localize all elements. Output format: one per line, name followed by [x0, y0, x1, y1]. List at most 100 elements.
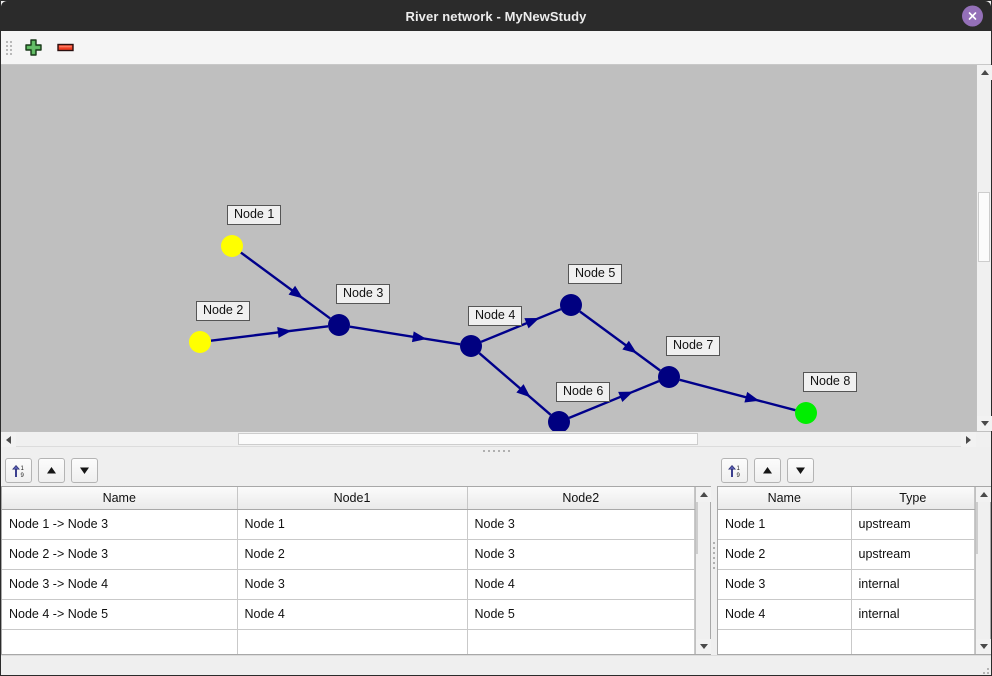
node-vscroll-track[interactable] [976, 502, 990, 639]
node-move-down-button[interactable] [787, 458, 814, 483]
node-table-cell[interactable]: upstream [851, 539, 975, 570]
graph-node-node-3[interactable] [328, 314, 350, 336]
branch-vscroll-thumb[interactable] [696, 502, 698, 554]
node-table-cell[interactable]: Node 2 [718, 539, 852, 570]
node-table-cell[interactable]: Node 3 [718, 569, 852, 600]
branch-table-cell[interactable]: Node 4 [467, 569, 695, 600]
branch-scroll-up-button[interactable] [696, 487, 711, 502]
hscroll-thumb[interactable] [238, 433, 698, 445]
node-table-cell[interactable]: Node 4 [718, 599, 852, 630]
node-sort-button[interactable]: 1 9 [721, 458, 748, 483]
branch-table-cell[interactable]: Node 3 [237, 569, 468, 600]
branch-table-cell-empty[interactable] [467, 629, 695, 654]
node-table-empty-row[interactable] [718, 629, 975, 654]
branch-table-cell[interactable]: Node 1 [237, 509, 468, 540]
node-table-cell-empty[interactable] [851, 629, 975, 654]
graph-node-node-8[interactable] [795, 402, 817, 424]
edge-Node1-Node3[interactable] [240, 251, 331, 320]
vscroll-thumb[interactable] [978, 192, 990, 262]
branch-vscroll-track[interactable] [696, 502, 710, 639]
graph-node-node-7[interactable] [658, 366, 680, 388]
node-column-header-name[interactable]: Name [718, 487, 852, 510]
edge-Node5-Node7[interactable] [579, 310, 661, 372]
branch-table-cell[interactable]: Node 2 [237, 539, 468, 570]
branch-table-cell[interactable]: Node 5 [467, 599, 695, 630]
node-table-vertical-scrollbar[interactable] [975, 487, 991, 654]
scroll-up-button[interactable] [977, 65, 992, 80]
branch-table-cell[interactable]: Node 3 -> Node 4 [2, 569, 238, 600]
branch-sort-button[interactable]: 1 9 [5, 458, 32, 483]
graph-node-node-2[interactable] [189, 331, 211, 353]
graph-node-label-node-2[interactable]: Node 2 [196, 301, 251, 322]
branch-table-cell[interactable]: Node 1 -> Node 3 [2, 509, 238, 540]
add-node-button[interactable] [19, 34, 47, 62]
hscroll-track[interactable] [16, 432, 961, 446]
graph-node-node-6[interactable] [548, 411, 570, 431]
graph-node-label-node-1[interactable]: Node 1 [227, 205, 282, 226]
node-table-cell-empty[interactable] [718, 629, 852, 654]
node-column-header-type[interactable]: Type [851, 487, 975, 510]
svg-text:1: 1 [736, 466, 740, 472]
branch-scroll-down-button[interactable] [696, 639, 711, 654]
graph-node-node-5[interactable] [560, 294, 582, 316]
scroll-right-button[interactable] [961, 432, 976, 447]
window-resize-grip[interactable] [979, 664, 989, 674]
edge-Node4-Node6[interactable] [478, 352, 552, 416]
edge-Node7-Node8[interactable] [679, 378, 796, 412]
node-vscroll-thumb[interactable] [976, 502, 978, 554]
network-canvas[interactable]: Node 1 Node 2 Node 3 Node 4 Node 5 Node 6 Node… [1, 65, 976, 431]
node-scroll-up-button[interactable] [976, 487, 991, 502]
node-table-cell[interactable]: internal [851, 599, 975, 630]
toolbar-drag-handle[interactable] [5, 37, 13, 59]
graph-node-label-node-3[interactable]: Node 3 [336, 284, 391, 305]
canvas-horizontal-scrollbar[interactable] [1, 431, 991, 447]
node-move-up-button[interactable] [754, 458, 781, 483]
branch-column-header-node1[interactable]: Node1 [237, 487, 468, 510]
scroll-down-button[interactable] [977, 416, 992, 431]
node-scroll-down-button[interactable] [976, 639, 991, 654]
edge-Node3-Node4[interactable] [349, 325, 461, 346]
branch-table-cell[interactable]: Node 4 [237, 599, 468, 630]
branch-table-cell[interactable]: Node 4 -> Node 5 [2, 599, 238, 630]
vertical-splitter[interactable] [711, 455, 717, 655]
branch-move-up-button[interactable] [38, 458, 65, 483]
branch-table-empty-row[interactable] [2, 629, 695, 654]
branch-column-header-name[interactable]: Name [2, 487, 238, 510]
edge-Node6-Node7[interactable] [568, 380, 660, 419]
branch-move-down-button[interactable] [71, 458, 98, 483]
graph-node-node-1[interactable] [221, 235, 243, 257]
edge-Node2-Node3[interactable] [210, 325, 329, 342]
graph-node-label-node-4[interactable]: Node 4 [468, 306, 523, 327]
graph-node-label-node-5[interactable]: Node 5 [568, 264, 623, 285]
branch-table-cell-empty[interactable] [237, 629, 468, 654]
branch-table-cell-empty[interactable] [2, 629, 238, 654]
scroll-left-button[interactable] [1, 432, 16, 447]
close-window-button[interactable] [962, 5, 983, 27]
canvas-vertical-scrollbar[interactable] [976, 65, 992, 431]
graph-node-label-node-6[interactable]: Node 6 [556, 382, 611, 403]
branch-table-vertical-scrollbar[interactable] [695, 487, 711, 654]
branch-table-cell[interactable]: Node 3 [467, 509, 695, 540]
vscroll-track[interactable] [977, 80, 991, 416]
horizontal-splitter[interactable] [1, 446, 991, 455]
graph-node-label-node-8[interactable]: Node 8 [803, 372, 858, 393]
node-table-cell[interactable]: Node 1 [718, 509, 852, 540]
graph-node-node-4[interactable] [460, 335, 482, 357]
graph-node-label-node-7[interactable]: Node 7 [666, 336, 721, 357]
branch-table-cell[interactable]: Node 2 -> Node 3 [2, 539, 238, 570]
node-table-cell[interactable]: internal [851, 569, 975, 600]
node-table-cell[interactable]: upstream [851, 509, 975, 540]
branch-column-header-node2[interactable]: Node2 [467, 487, 695, 510]
delete-node-button[interactable] [51, 34, 79, 62]
branch-table-cell[interactable]: Node 3 [467, 539, 695, 570]
